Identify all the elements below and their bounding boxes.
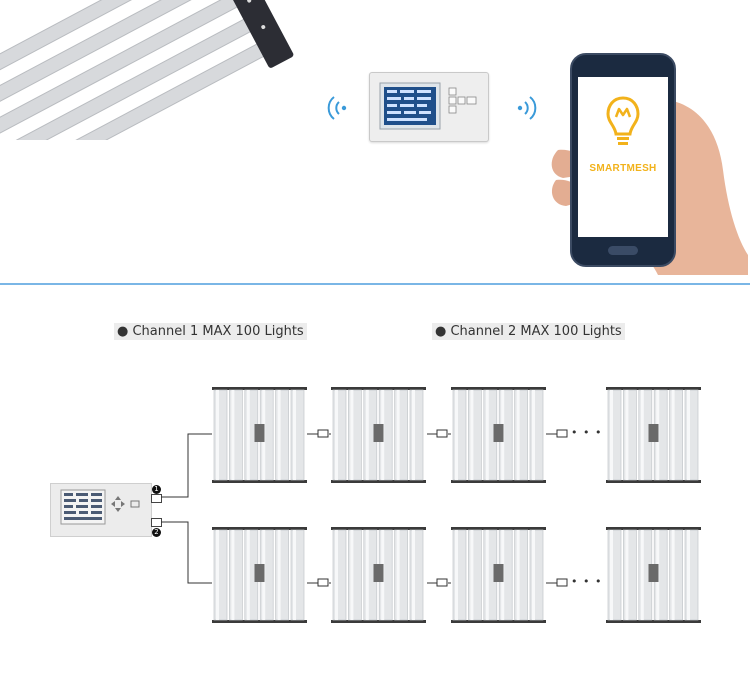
- bulb-icon: [606, 96, 640, 145]
- wireless-signal-icon: [327, 96, 347, 120]
- section-divider: [0, 283, 750, 285]
- hero-panel: SMARTMESH: [0, 0, 750, 283]
- led-light-fixture: [212, 527, 307, 623]
- smartphone: SMARTMESH: [570, 53, 676, 267]
- channel-2-text: Channel 2 MAX 100 Lights: [450, 324, 622, 339]
- controller-device: [369, 72, 489, 142]
- ellipsis-row-2: • • •: [571, 575, 603, 588]
- led-light-fixture: [451, 527, 546, 623]
- phone-in-hand: SMARTMESH: [548, 50, 748, 275]
- channel-1-label: ● Channel 1 MAX 100 Lights: [114, 323, 307, 340]
- led-light-fixture: [606, 387, 701, 483]
- channel-1-badge: 1: [152, 485, 161, 494]
- diagram-controller-screen: [60, 489, 140, 525]
- ellipsis-row-1: • • •: [571, 426, 603, 439]
- led-light-fixture: [331, 527, 426, 623]
- led-light-fixture: [212, 387, 307, 483]
- channel-1-text: Channel 1 MAX 100 Lights: [132, 324, 304, 339]
- channel-2-badge: 2: [152, 528, 161, 537]
- phone-screen: SMARTMESH: [578, 77, 668, 237]
- wireless-signal-icon-right: [517, 96, 537, 120]
- led-light-fixture: [331, 387, 426, 483]
- controller-screen-image: [379, 82, 477, 130]
- port-1: [151, 494, 162, 503]
- led-light-fixture: [606, 527, 701, 623]
- channel-2-label: ● Channel 2 MAX 100 Lights: [432, 323, 625, 340]
- diagram-controller: [50, 483, 152, 537]
- brand-name: SMARTMESH: [589, 163, 657, 174]
- led-fixture-image: [0, 0, 294, 140]
- led-light-fixture: [451, 387, 546, 483]
- home-button: [608, 246, 638, 255]
